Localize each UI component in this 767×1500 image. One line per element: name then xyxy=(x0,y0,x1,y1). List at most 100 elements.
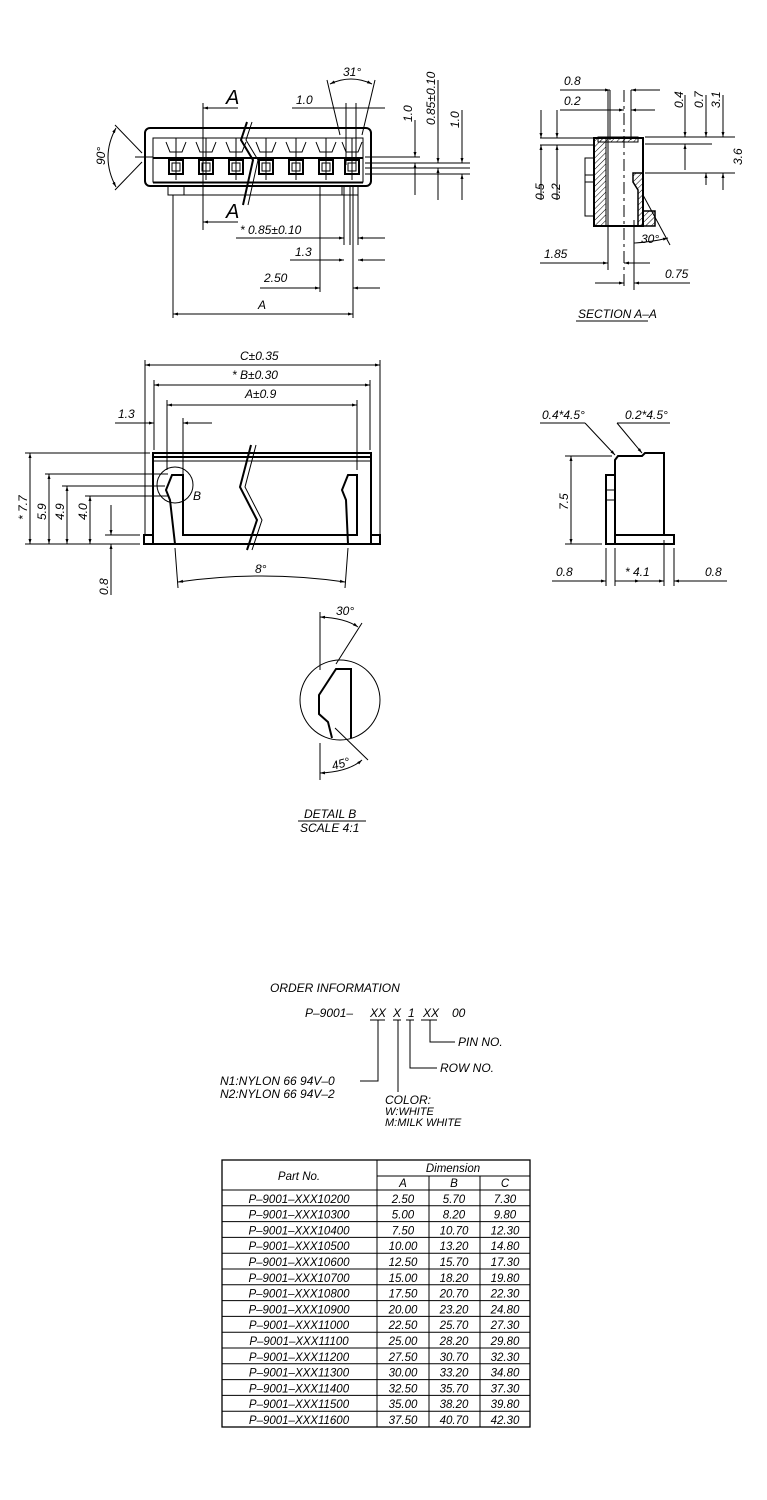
part-number-cell: P–9001–XXX10500 xyxy=(248,1241,350,1253)
chamfer-2: 0.2*4.5° xyxy=(625,408,668,422)
row-no-label: ROW NO. xyxy=(440,1061,494,1075)
part-number-cell: P–9001–XXX10700 xyxy=(248,1273,350,1285)
table-cell: 15.70 xyxy=(440,1257,469,1269)
part-number-cell: P–9001–XXX10300 xyxy=(248,1210,350,1222)
dim-b: * B±0.30 xyxy=(232,368,278,382)
color-milk-white: M:MILK WHITE xyxy=(385,1117,462,1129)
table-cell: 14.80 xyxy=(491,1241,520,1253)
table-cell: 35.00 xyxy=(389,1399,418,1411)
table-cell: 25.70 xyxy=(439,1320,469,1332)
table-cell: 10.00 xyxy=(389,1241,418,1253)
part-number-cell: P–9001–XXX11600 xyxy=(249,1415,350,1427)
part-number-cell: P–9001–XXX11200 xyxy=(249,1352,350,1364)
table-cell: 37.50 xyxy=(389,1415,418,1427)
table-cell: 37.30 xyxy=(491,1383,520,1395)
chamfer-1: 0.4*4.5° xyxy=(542,408,585,422)
table-cell: 30.70 xyxy=(440,1352,469,1364)
table-cell: 19.80 xyxy=(491,1273,520,1285)
order-information: ORDER INFORMATION P–9001– XX X 1 XX 00 P… xyxy=(220,981,503,1129)
header-dimension: Dimension xyxy=(426,1163,480,1175)
table-cell: 2.50 xyxy=(391,1194,415,1206)
section-title: SECTION A–A xyxy=(578,307,657,321)
detail-b: 30° 45° DETAIL B SCALE 4:1 xyxy=(298,604,381,835)
angle-8: 8° xyxy=(255,562,267,576)
dimension-table: Part No. Dimension A B C P–9001–XXX10200… xyxy=(221,1159,531,1428)
dim-4-0: 4.0 xyxy=(76,503,90,520)
table-cell: 22.50 xyxy=(388,1320,418,1332)
table-cell: 10.70 xyxy=(440,1225,469,1237)
dim-0-2: 0.2 xyxy=(564,94,581,108)
table-cell: 5.70 xyxy=(443,1194,466,1206)
table-cell: 20.00 xyxy=(388,1304,418,1316)
code-row: 1 xyxy=(408,1006,415,1020)
table-cell: 17.50 xyxy=(389,1289,418,1301)
code-pin: XX xyxy=(422,1006,440,1020)
order-title: ORDER INFORMATION xyxy=(270,981,400,995)
angle-45: 45° xyxy=(330,755,351,773)
dim-1-3: 1.3 xyxy=(118,407,135,421)
table-cell: 27.30 xyxy=(490,1320,520,1332)
dim-7-5: 7.5 xyxy=(557,493,571,510)
angle-30: 30° xyxy=(641,232,659,246)
table-cell: 12.30 xyxy=(491,1225,520,1237)
dim-a: A±0.9 xyxy=(244,387,277,401)
part-number-cell: P–9001–XXX11300 xyxy=(249,1368,350,1380)
table-cell: 23.20 xyxy=(439,1304,469,1316)
angle-30: 30° xyxy=(336,604,354,618)
code-suffix: 00 xyxy=(452,1006,466,1020)
dim-7-7: * 7.7 xyxy=(16,494,30,520)
table-cell: 5.00 xyxy=(392,1210,415,1222)
header-part-no: Part No. xyxy=(278,1171,320,1183)
dim-a: A xyxy=(257,298,266,312)
dim-c: C±0.35 xyxy=(240,349,279,363)
part-number-cell: P–9001–XXX11400 xyxy=(249,1383,350,1395)
part-number-cell: P–9001–XXX10200 xyxy=(248,1194,350,1206)
dim-0-75: 0.75 xyxy=(665,267,689,281)
table-cell: 38.20 xyxy=(440,1399,469,1411)
table-cell: 13.20 xyxy=(440,1241,469,1253)
table-cell: 9.80 xyxy=(494,1210,517,1222)
part-number-cell: P–9001–XXX10900 xyxy=(248,1304,350,1316)
dim-0-7: 0.7 xyxy=(692,90,706,108)
part-number-cell: P–9001–XXX10600 xyxy=(248,1257,350,1269)
table-cell: 32.50 xyxy=(389,1383,418,1395)
table-cell: 34.80 xyxy=(491,1368,520,1380)
table-cell: 25.00 xyxy=(388,1336,418,1348)
material-n1: N1:NYLON 66 94V–0 xyxy=(220,1074,335,1088)
code-color: X xyxy=(392,1006,402,1020)
material-n2: N2:NYLON 66 94V–2 xyxy=(220,1087,335,1101)
dim-4-1: * 4.1 xyxy=(625,565,650,579)
dim-0-2b: 0.2 xyxy=(549,183,563,200)
table-cell: 27.50 xyxy=(388,1352,418,1364)
header-c: C xyxy=(501,1178,510,1190)
table-cell: 8.20 xyxy=(443,1210,466,1222)
dim-0-4: 0.4 xyxy=(672,91,686,108)
dim-3-6: 3.6 xyxy=(731,148,745,165)
dim-0-8-left: 0.8 xyxy=(556,565,573,579)
table-cell: 28.20 xyxy=(439,1336,469,1348)
dim-1-0-v1: 1.0 xyxy=(401,105,415,122)
detail-scale: SCALE 4:1 xyxy=(300,821,359,835)
table-cell: 18.20 xyxy=(440,1273,469,1285)
table-row: P–9001–XXX10500 10.00 13.20 14.80 xyxy=(222,1241,530,1254)
table-cell: 15.00 xyxy=(389,1273,418,1285)
dim-4-9: 4.9 xyxy=(53,503,67,520)
detail-title: DETAIL B xyxy=(304,807,356,821)
code-prefix: P–9001– xyxy=(305,1006,353,1020)
front-view: B C±0.35 * B±0.30 A±0.9 1.3 * 7.7 5.9 4.… xyxy=(16,349,381,595)
table-cell: 17.30 xyxy=(491,1257,520,1269)
table-cell: 20.70 xyxy=(439,1289,469,1301)
section-mark-top: A xyxy=(225,87,239,109)
table-cell: 40.70 xyxy=(440,1415,469,1427)
section-mark-bottom: A xyxy=(225,201,239,223)
dim-0-8-right: 0.8 xyxy=(705,565,722,579)
